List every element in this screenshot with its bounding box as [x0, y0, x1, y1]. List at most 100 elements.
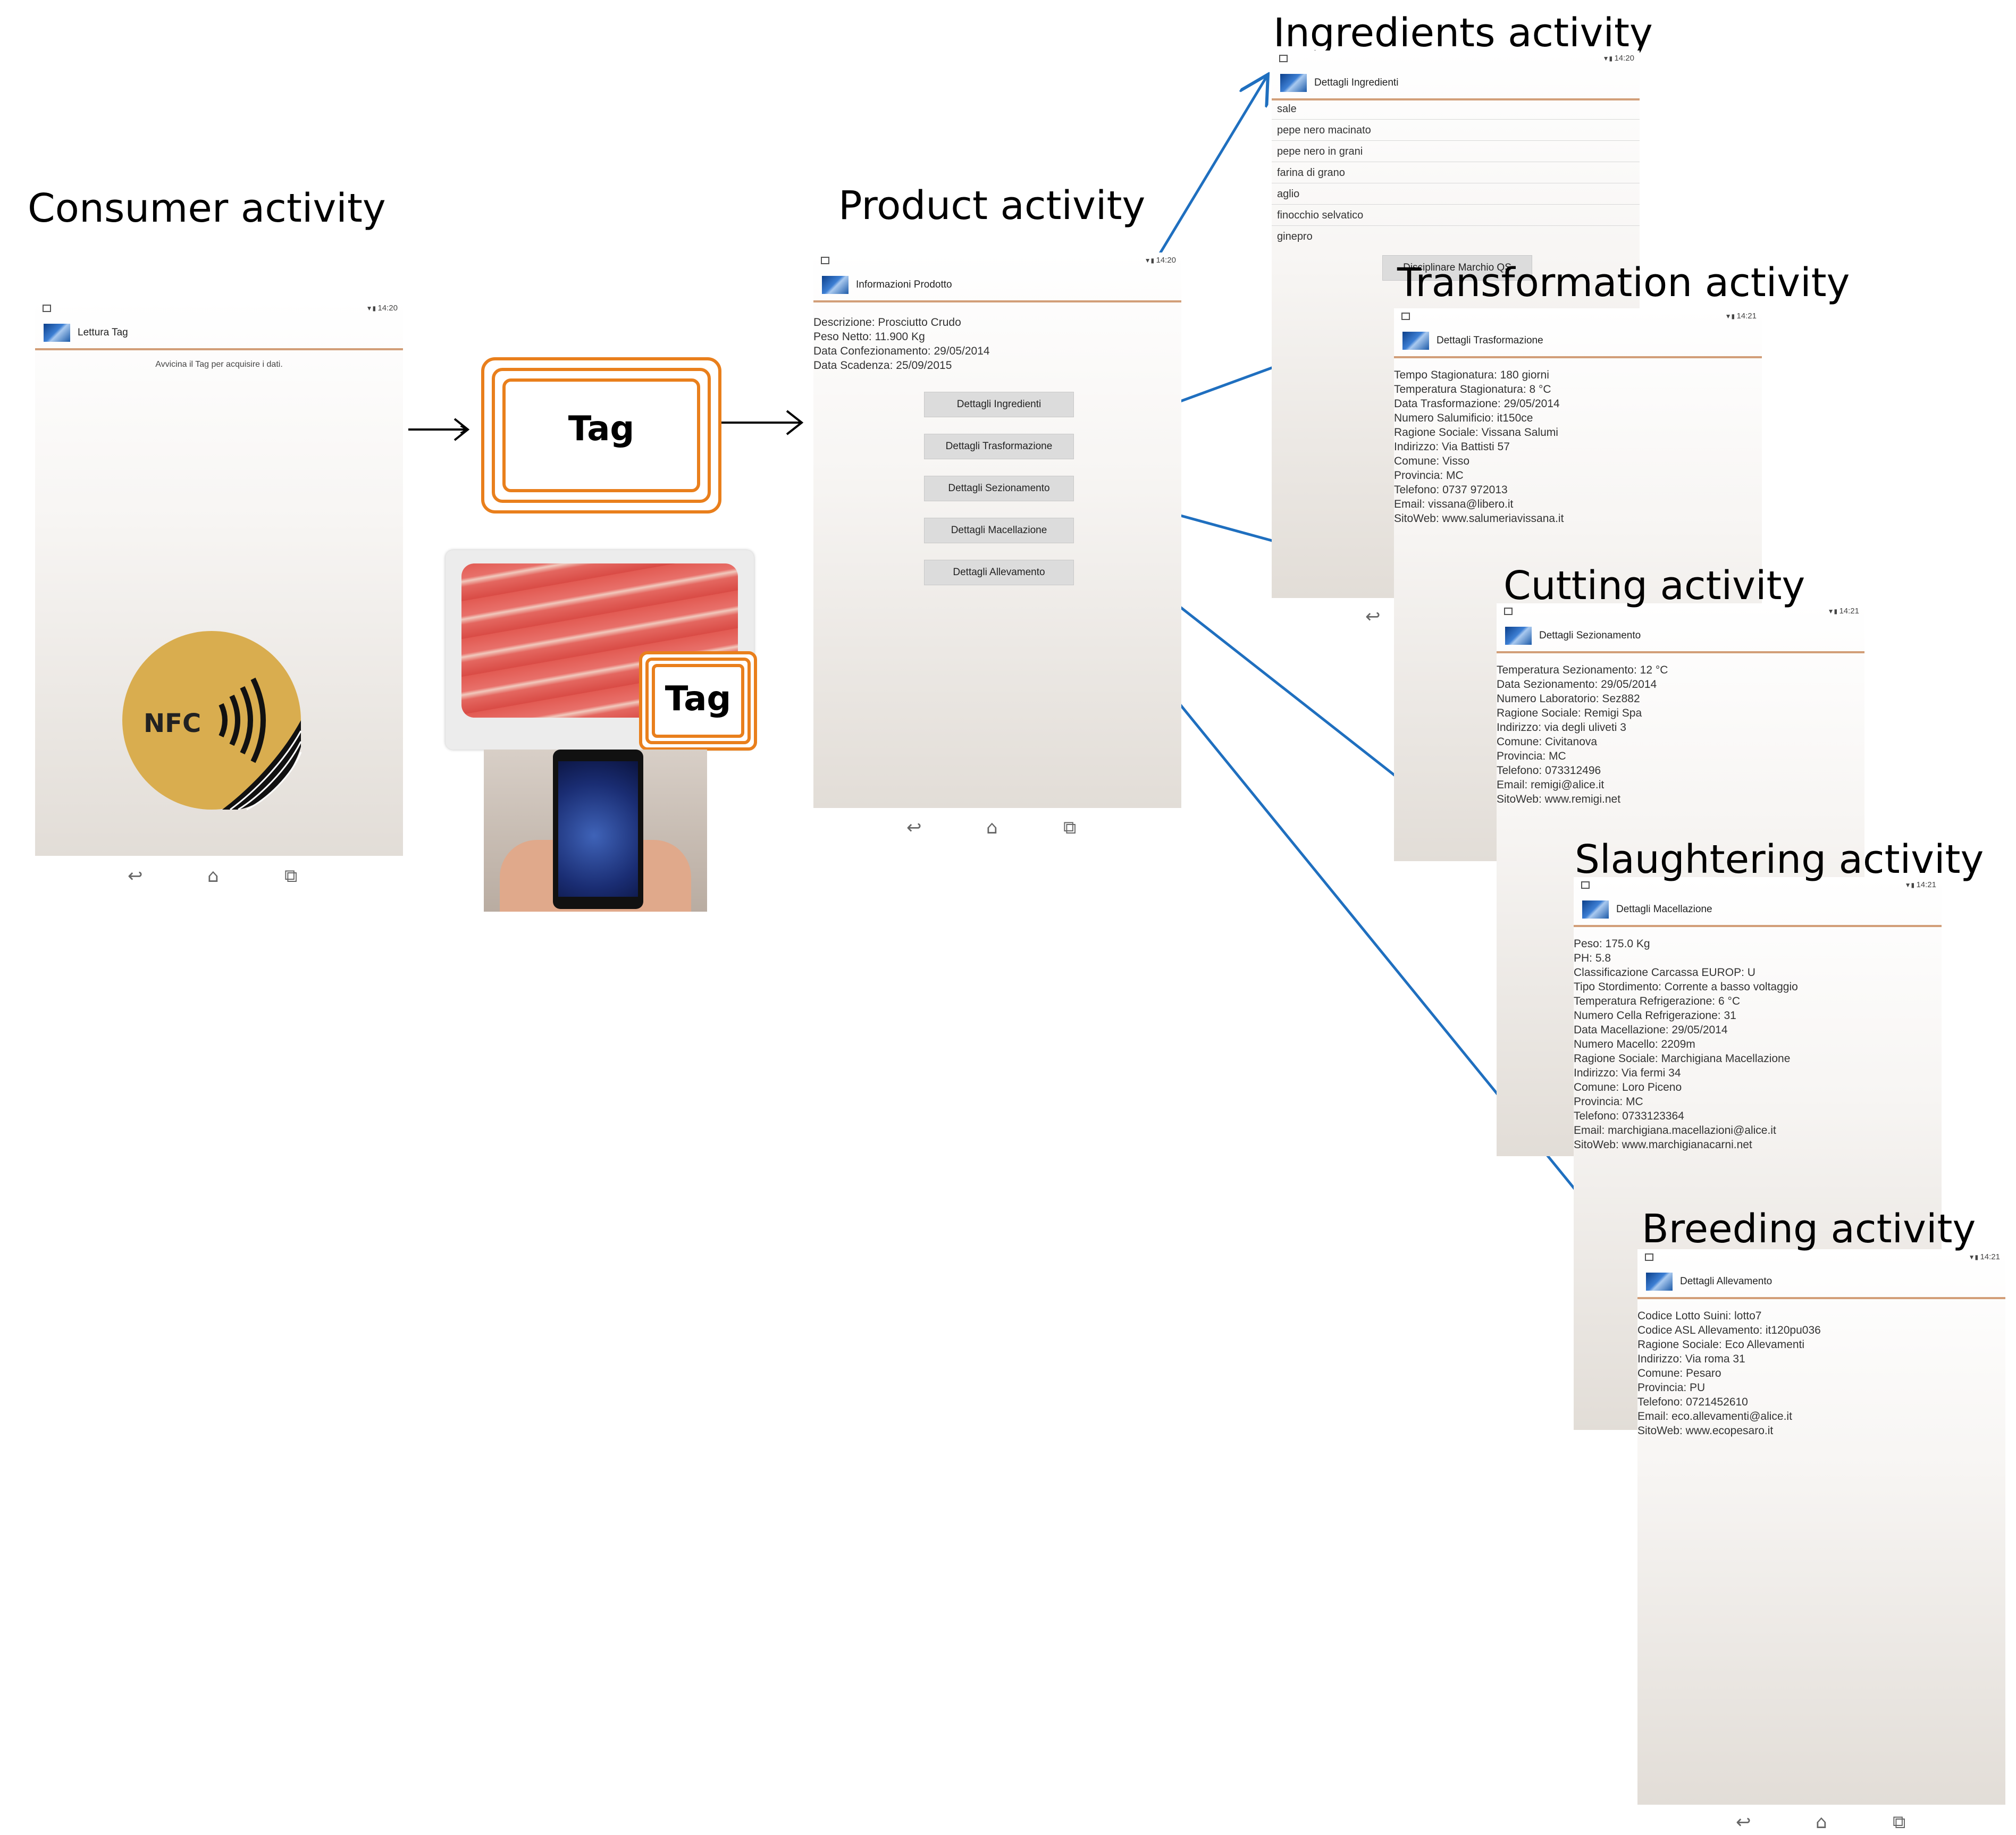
ingredient-item[interactable]: pepe nero in grani [1272, 141, 1640, 162]
slaughtering-activity-heading: Slaughtering activity [1575, 837, 1984, 882]
status-bar: 14:21 [1497, 603, 1864, 621]
screen-title: Informazioni Prodotto [856, 279, 952, 290]
ingredient-item[interactable]: finocchio selvatico [1272, 205, 1640, 226]
breeding-info: Codice Lotto Suini: lotto7 Codice ASL Al… [1637, 1309, 2005, 1438]
breeding-screen: 14:21 Dettagli Allevamento Codice Lotto … [1637, 1249, 2005, 1805]
info-line: Numero Cella Refrigerazione: 31 [1574, 1009, 1736, 1022]
product-info: Descrizione: Prosciutto Crudo Peso Netto… [813, 315, 1181, 373]
slaughtering-details-button[interactable]: Dettagli Macellazione [924, 518, 1074, 543]
consumer-nav-bar: ↩ ⌂ ⧉ [128, 865, 319, 887]
info-line: Provincia: MC [1574, 1096, 1643, 1108]
ingredients-nav-bar: ↩ [1365, 606, 1408, 627]
info-line: Telefono: 0721452610 [1637, 1396, 1748, 1408]
action-bar: Dettagli Ingredienti [1272, 69, 1640, 100]
info-line: Telefono: 0733123364 [1574, 1110, 1684, 1122]
info-line: Telefono: 073312496 [1497, 764, 1601, 777]
status-clock: 14:21 [1969, 1252, 2000, 1261]
home-icon[interactable]: ⌂ [207, 865, 219, 887]
app-logo-icon [1582, 900, 1609, 919]
nfc-sticker-icon: NFC [121, 630, 302, 811]
breeding-details-button[interactable]: Dettagli Allevamento [924, 560, 1074, 585]
brand-regulation-button[interactable]: Disciplinare Marchio QS [1382, 255, 1532, 281]
ingredient-item[interactable]: aglio [1272, 183, 1640, 205]
cutting-info: Temperatura Sezionamento: 12 °C Data Sez… [1497, 663, 1864, 806]
notification-icon [1645, 1253, 1653, 1261]
screen-title: Dettagli Trasformazione [1437, 335, 1543, 346]
status-bar: 14:20 [35, 300, 403, 318]
cutting-activity-heading: Cutting activity [1503, 563, 1805, 609]
product-line: Data Scadenza: 25/09/2015 [813, 359, 952, 372]
info-line: Indirizzo: via degli uliveti 3 [1497, 721, 1626, 734]
app-logo-icon [44, 324, 70, 342]
back-icon[interactable]: ↩ [1736, 1812, 1751, 1833]
home-icon[interactable]: ⌂ [1816, 1812, 1827, 1833]
info-line: Data Trasformazione: 29/05/2014 [1394, 398, 1560, 410]
ingredient-item[interactable]: ginepro [1277, 231, 1313, 242]
back-icon[interactable]: ↩ [1365, 606, 1381, 627]
info-line: Comune: Loro Piceno [1574, 1081, 1682, 1093]
recents-icon[interactable]: ⧉ [1063, 817, 1077, 838]
info-line: Numero Laboratorio: Sez882 [1497, 693, 1640, 705]
info-line: SitoWeb: www.ecopesaro.it [1637, 1425, 1774, 1437]
ingredient-item[interactable]: farina di grano [1272, 162, 1640, 183]
back-icon[interactable]: ↩ [128, 865, 143, 887]
action-bar: Dettagli Macellazione [1574, 895, 1942, 927]
product-line: Data Confezionamento: 29/05/2014 [813, 345, 990, 357]
status-clock: 14:20 [1145, 256, 1176, 265]
info-line: Provincia: PU [1637, 1382, 1706, 1394]
info-line: Email: marchigiana.macellazioni@alice.it [1574, 1124, 1776, 1137]
info-line: Codice ASL Allevamento: it120pu036 [1637, 1324, 1821, 1336]
info-line: SitoWeb: www.salumeriavissana.it [1394, 512, 1564, 525]
info-line: Codice Lotto Suini: lotto7 [1637, 1310, 1762, 1322]
consumer-activity-heading: Consumer activity [28, 186, 386, 231]
app-logo-icon [1505, 627, 1532, 645]
status-clock: 14:21 [1828, 607, 1859, 616]
phone-in-hand-image [484, 750, 707, 912]
back-icon[interactable]: ↩ [906, 817, 922, 838]
info-line: Tipo Stordimento: Corrente a basso volta… [1574, 981, 1798, 993]
action-bar: Informazioni Prodotto [813, 271, 1181, 302]
info-line: Data Macellazione: 29/05/2014 [1574, 1024, 1728, 1036]
info-line: Comune: Civitanova [1497, 736, 1598, 748]
package-tag-label: Tag [665, 679, 732, 719]
info-line: Temperatura Stagionatura: 8 °C [1394, 383, 1551, 395]
action-bar: Dettagli Trasformazione [1394, 326, 1762, 358]
tag-hint-text: Avvicina il Tag per acquisire i dati. [155, 360, 283, 369]
status-bar: 14:20 [1272, 50, 1640, 69]
info-line: SitoWeb: www.marchigianacarni.net [1574, 1139, 1752, 1151]
status-bar: 14:20 [813, 252, 1181, 271]
status-clock: 14:20 [1603, 54, 1634, 63]
info-line: Peso: 175.0 Kg [1574, 938, 1650, 950]
home-icon[interactable]: ⌂ [986, 817, 998, 838]
info-line: SitoWeb: www.remigi.net [1497, 793, 1621, 805]
screen-title: Dettagli Sezionamento [1539, 630, 1641, 641]
product-line: Peso Netto: 11.900 Kg [813, 331, 925, 343]
ingredient-item[interactable]: pepe nero macinato [1272, 120, 1640, 141]
transformation-details-button[interactable]: Dettagli Trasformazione [924, 434, 1074, 459]
recents-icon[interactable]: ⧉ [284, 865, 298, 887]
app-logo-icon [1280, 74, 1307, 92]
status-bar: 14:21 [1574, 877, 1942, 895]
product-line: Descrizione: Prosciutto Crudo [813, 316, 961, 329]
recents-icon[interactable]: ⧉ [1893, 1812, 1906, 1833]
info-line: Indirizzo: Via fermi 34 [1574, 1067, 1681, 1079]
info-line: PH: 5.8 [1574, 952, 1611, 964]
info-line: Provincia: MC [1394, 469, 1464, 482]
screen-title: Dettagli Allevamento [1680, 1276, 1773, 1287]
screen-title: Dettagli Macellazione [1616, 904, 1712, 915]
info-line: Numero Macello: 2209m [1574, 1038, 1695, 1050]
info-line: Email: vissana@libero.it [1394, 498, 1514, 510]
ingredients-details-button[interactable]: Dettagli Ingredienti [924, 392, 1074, 417]
status-bar: 14:21 [1637, 1249, 2005, 1267]
ingredient-item[interactable]: sale [1272, 98, 1640, 120]
cutting-details-button[interactable]: Dettagli Sezionamento [924, 476, 1074, 501]
screen-title: Dettagli Ingredienti [1314, 77, 1399, 88]
status-clock: 14:21 [1725, 312, 1757, 321]
nfc-label: NFC [144, 709, 201, 738]
tag-label: Tag [568, 409, 635, 449]
transformation-activity-heading: Transformation activity [1397, 260, 1850, 306]
action-bar: Lettura Tag [35, 318, 403, 350]
info-line: Data Sezionamento: 29/05/2014 [1497, 678, 1657, 691]
app-logo-icon [1402, 332, 1429, 350]
status-bar: 14:21 [1394, 308, 1762, 326]
